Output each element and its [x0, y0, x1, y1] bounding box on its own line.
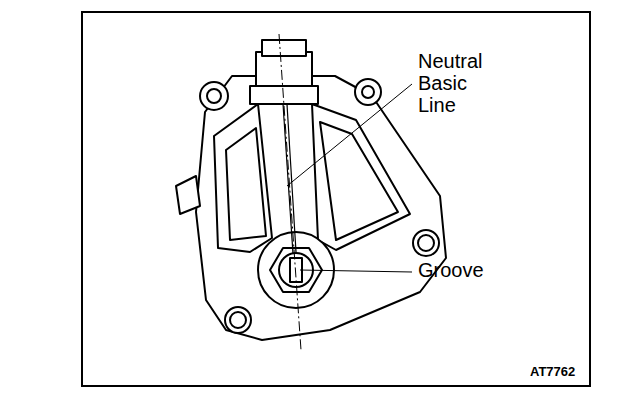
part-label: Groove — [418, 259, 518, 281]
part-label: Neutral Basic Line — [418, 50, 500, 116]
figure-code: AT7762 — [530, 364, 588, 379]
leader-line — [300, 270, 412, 272]
neutral-basic-line — [287, 104, 296, 252]
center-axis — [279, 34, 301, 350]
frame — [82, 12, 590, 386]
leader-line — [287, 84, 412, 186]
switch-housing — [176, 40, 446, 340]
